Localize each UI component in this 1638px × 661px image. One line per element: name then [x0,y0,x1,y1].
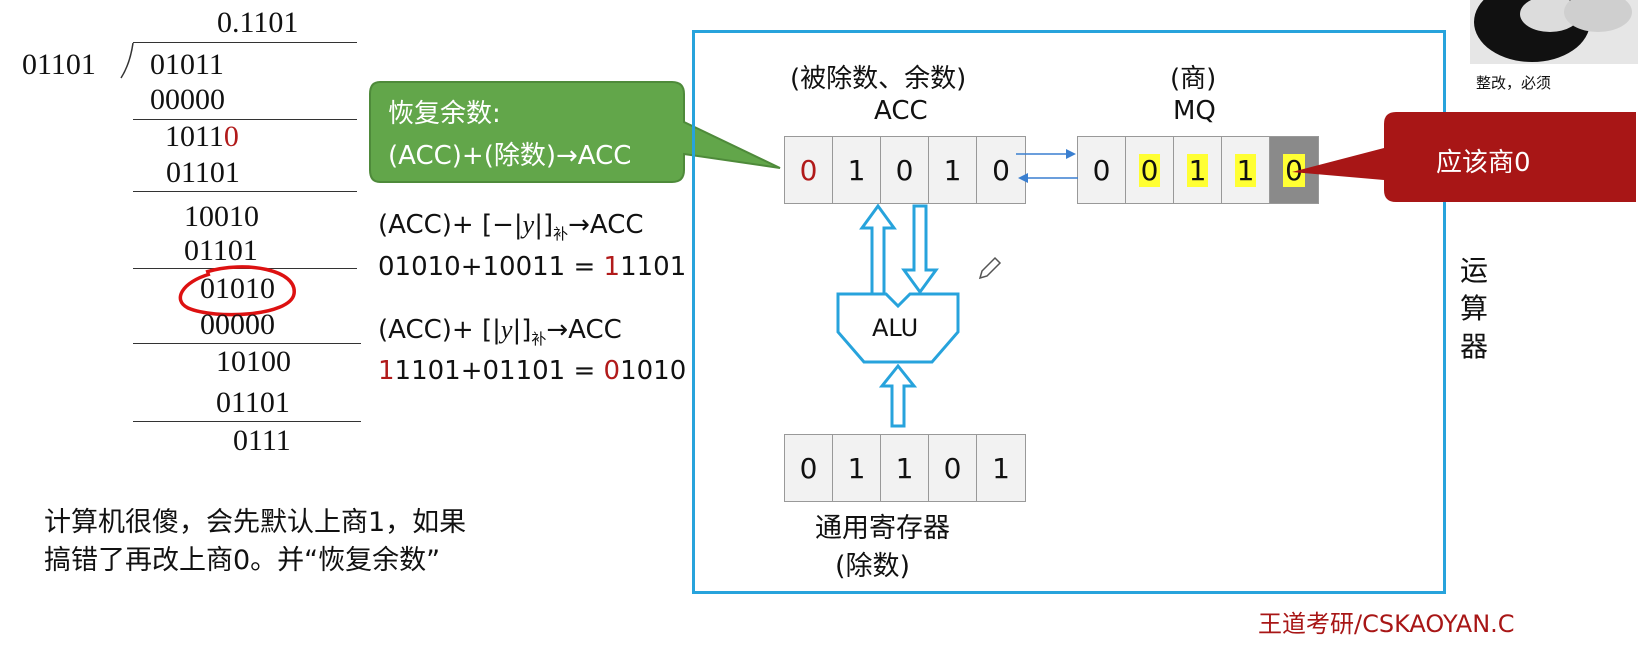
green-callout-line2: (ACC)+(除数)→ACC [388,141,632,171]
division-rule [133,421,361,422]
mq-bit: 1 [1222,137,1270,203]
red-circle-mark [178,265,296,317]
division-row: 10110 [165,120,239,153]
step2-formula: (ACC)+ [|y|]补→ACC [378,315,622,349]
watermark: 王道考研/CSKAOYAN.C [1258,610,1515,638]
acc-bit: 0 [785,137,833,203]
red-callout-shape [1292,112,1636,202]
video-thumbnail [1470,0,1638,64]
side-label: 运 算 器 [1460,252,1494,366]
mq-register: 0 0 1 1 0 [1077,136,1319,204]
division-rule [133,343,361,344]
arithmetic-unit-frame [692,30,1446,594]
division-row: 00000 [150,83,225,116]
green-callout-line1: 恢复余数: [388,99,501,129]
mq-caption: (商) [1170,64,1217,94]
acc-bit: 0 [881,137,929,203]
register-label: 通用寄存器 [815,513,950,544]
division-rule [133,191,357,192]
mq-bit: 0 [1078,137,1126,203]
step2-calc: 11101+01101 = 01010 [378,356,687,386]
quotient: 0.1101 [217,6,299,39]
division-row: 01011 [150,48,224,81]
acc-alu-arrows [859,204,939,296]
register-alu-arrow [878,364,918,428]
register-bit: 0 [929,435,977,501]
acc-label: ACC [874,96,928,126]
acc-register: 0 1 0 1 0 [784,136,1026,204]
divisor: 01101 [22,48,96,81]
division-bar [133,42,357,43]
mq-label: MQ [1173,96,1216,126]
note-line1: 计算机很傻，会先默认上商1，如果 [44,507,467,538]
note-line2: 搞错了再改上商0。并“恢复余数” [44,545,441,576]
division-row: 01101 [166,156,240,189]
step1-calc: 01010+10011 = 11101 [378,252,687,282]
register-bit: 1 [833,435,881,501]
alu-shape [836,292,960,364]
division-row: 00000 [200,308,275,341]
red-callout-text: 应该商0 [1436,148,1531,178]
acc-bit: 1 [833,137,881,203]
side-label-char: 算 [1460,292,1489,325]
division-row: 01010 [200,272,275,305]
pencil-icon [978,256,1002,280]
register-bit: 1 [992,451,1010,485]
division-row: 01101 [184,234,258,267]
register-bit: 0 [785,435,833,501]
division-bracket [120,42,134,79]
register-sublabel: (除数) [835,551,911,582]
green-callout-shape [369,81,781,183]
thumbnail-caption: 整改，必须 [1476,74,1552,92]
mq-bit: 1 [1174,137,1222,203]
alu-label: ALU [872,314,919,342]
acc-bit: 0 [992,153,1010,187]
remainder: 0111 [233,424,291,457]
step1-formula: (ACC)+ [−|y|]补→ACC [378,210,644,244]
side-label-char: 运 [1460,254,1489,287]
thumbnail-image [1474,0,1632,62]
side-label-char: 器 [1460,330,1489,363]
general-register: 0 1 1 0 1 [784,434,1026,502]
acc-caption: (被除数、余数) [790,64,967,94]
division-row: 10100 [216,345,291,378]
acc-mq-arrows [1016,149,1078,183]
mq-bit: 0 [1126,137,1174,203]
division-row: 10010 [184,200,259,233]
division-row: 01101 [216,386,290,419]
acc-bit: 1 [929,137,977,203]
division-rule [133,119,357,120]
register-bit: 1 [881,435,929,501]
